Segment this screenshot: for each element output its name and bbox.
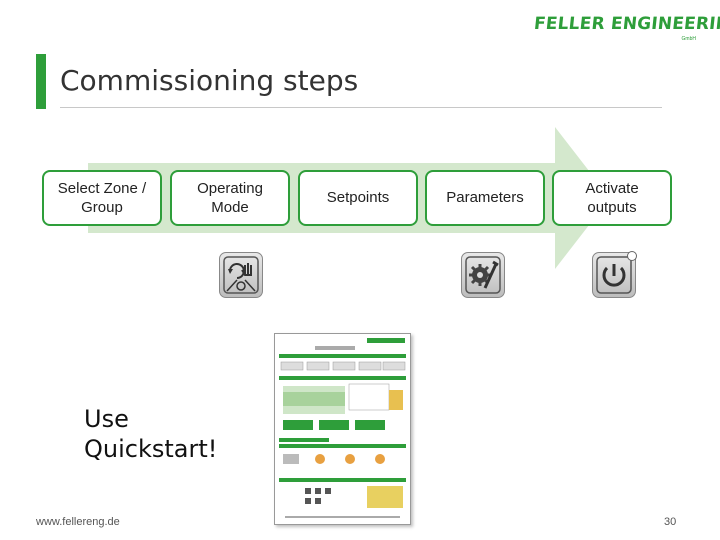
page-number: 30 — [664, 516, 677, 528]
quickstart-document-thumbnail — [274, 333, 411, 525]
quickstart-callout: Use Quickstart! — [84, 405, 218, 463]
step-activate-outputs: Activate outputs — [552, 170, 672, 226]
logo-subtext: GmbH — [681, 36, 696, 42]
footer-website: www.fellereng.de — [36, 516, 120, 528]
slide-title: Commissioning steps — [60, 64, 359, 97]
gear-wrench-icon — [461, 252, 505, 298]
manual-auto-mode-icon — [219, 252, 263, 298]
step-operating-mode: Operating Mode — [170, 170, 290, 226]
company-logo: FELLER ENGINEERING GmbH — [533, 14, 720, 42]
step-setpoints: Setpoints — [298, 170, 418, 226]
status-indicator-dot — [627, 251, 637, 261]
step-select-zone-group: Select Zone / Group — [42, 170, 162, 226]
step-parameters: Parameters — [425, 170, 545, 226]
title-divider — [60, 107, 662, 108]
title-accent-bar — [36, 54, 46, 109]
